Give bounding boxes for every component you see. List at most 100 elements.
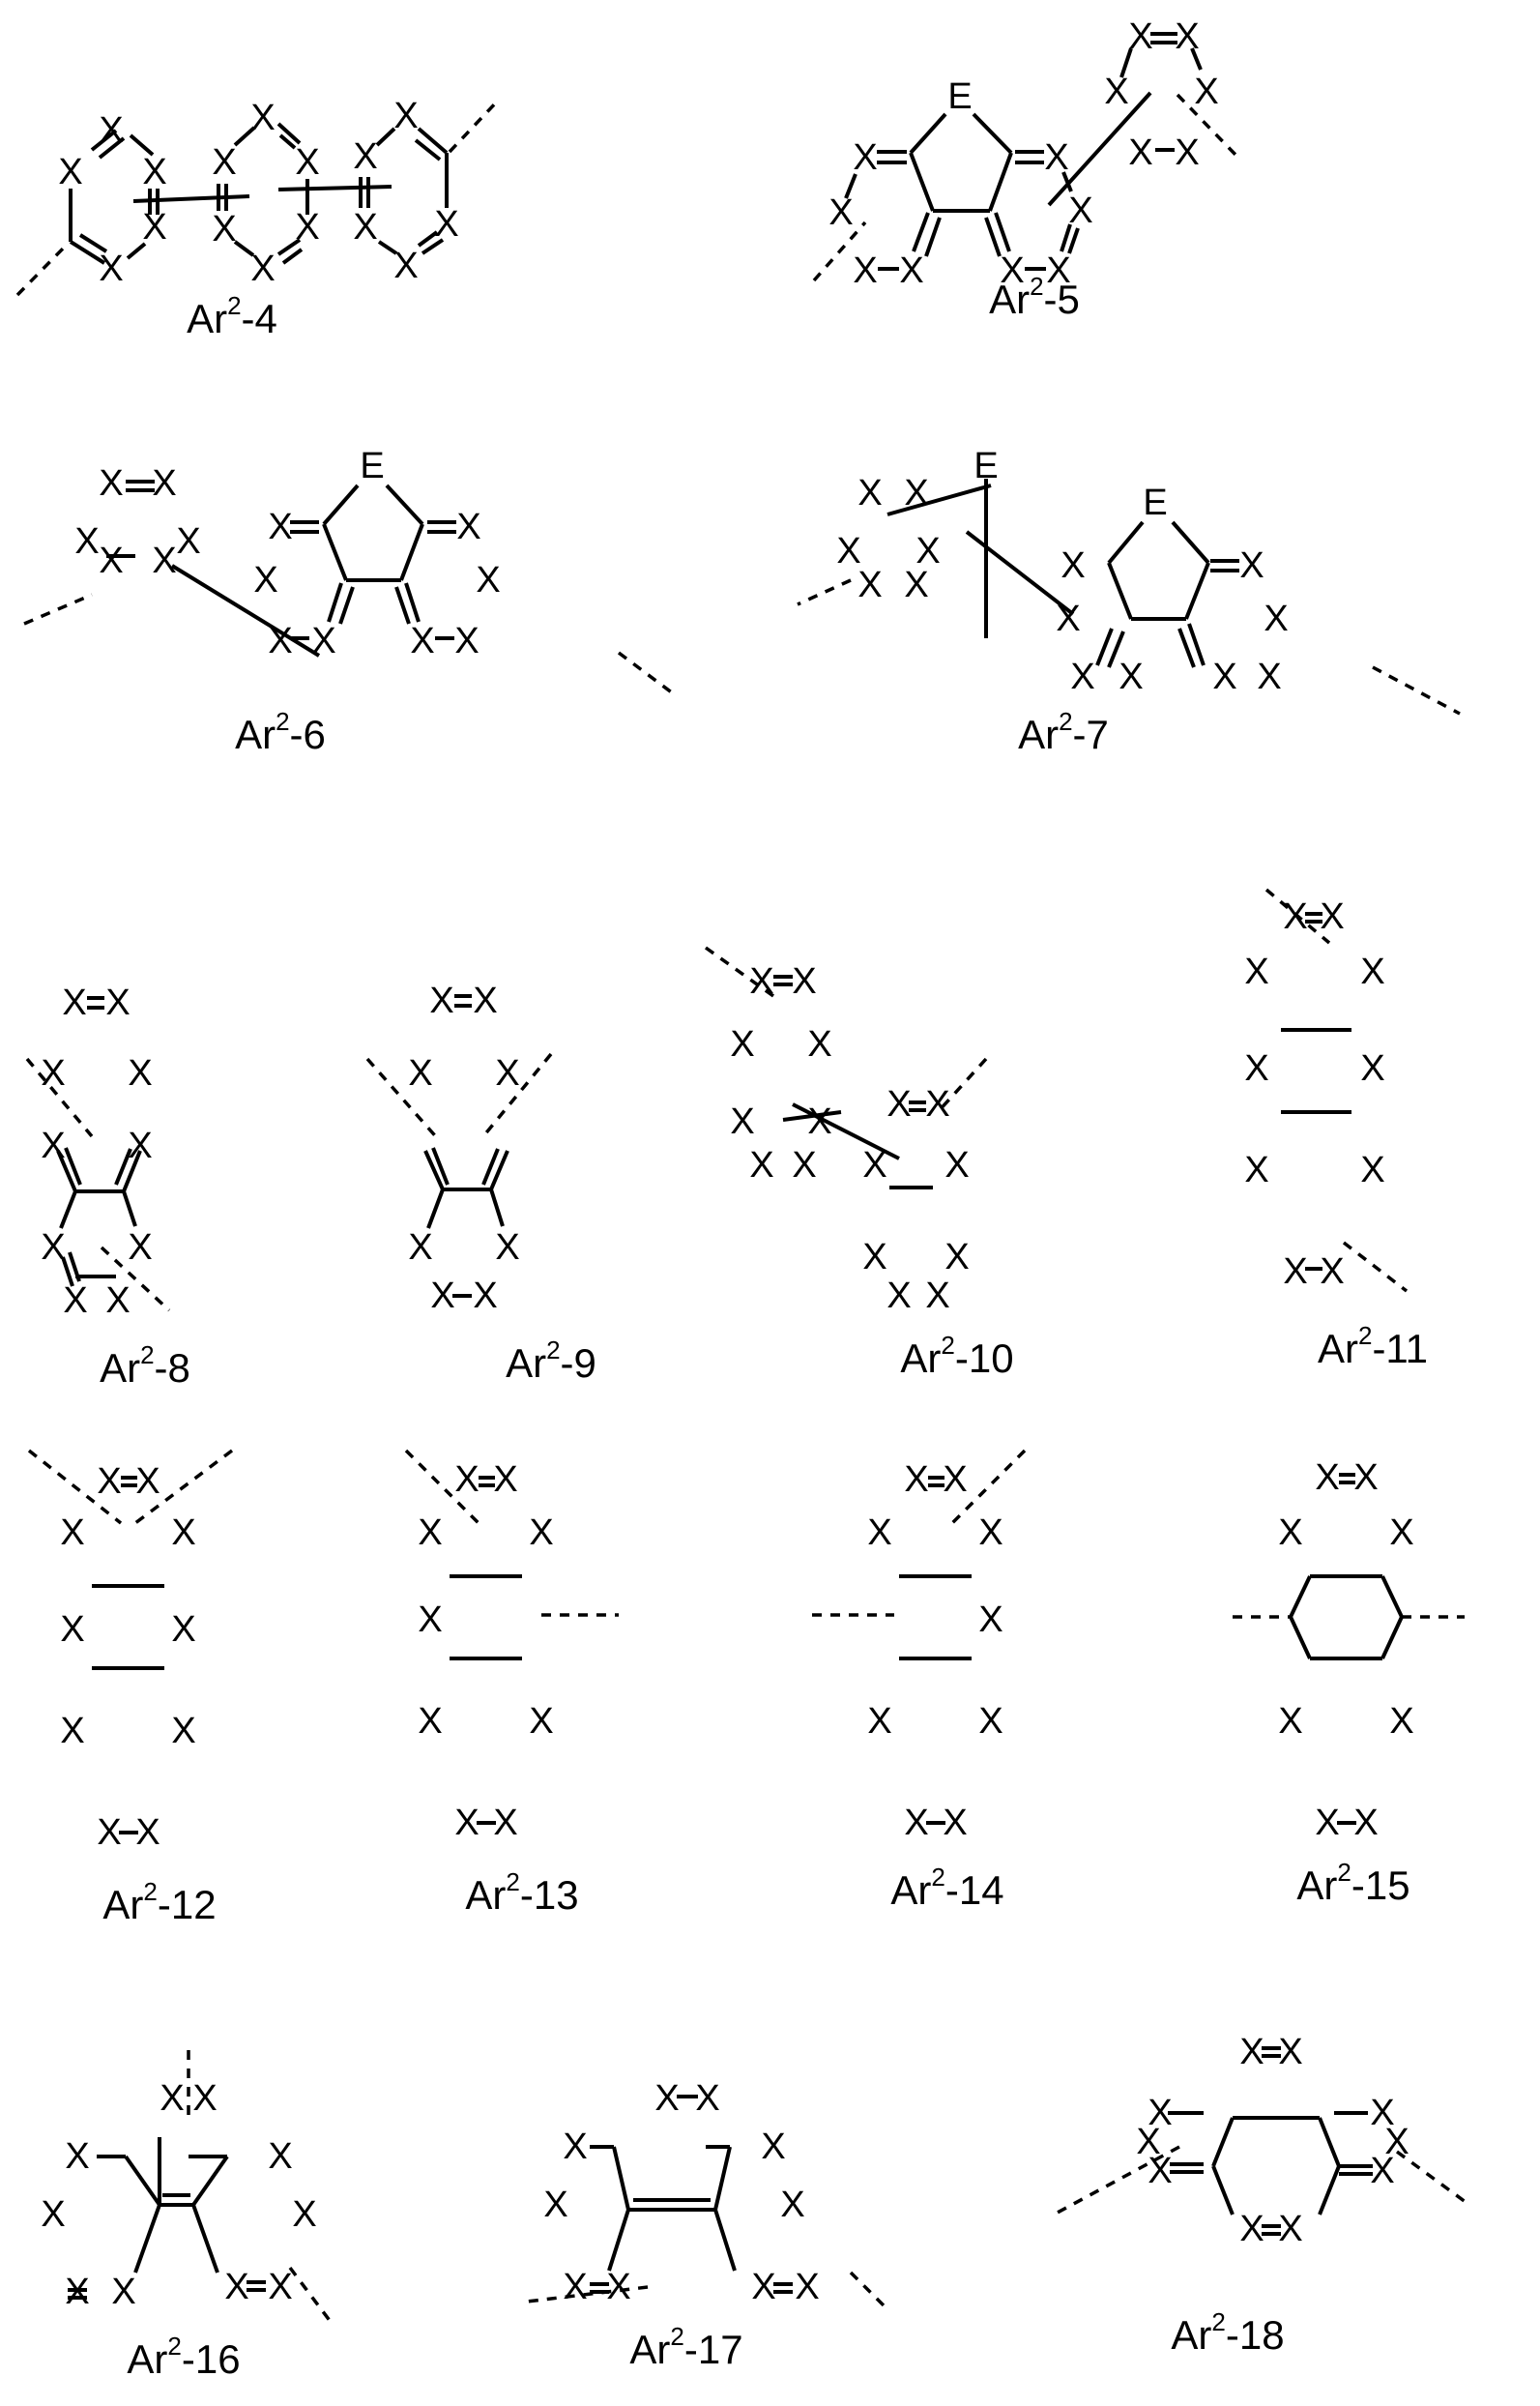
label-ar2-4: Ar2-4 xyxy=(187,291,277,342)
svg-text:X: X xyxy=(1315,1457,1339,1498)
svg-text:X: X xyxy=(862,1237,886,1277)
svg-text:X: X xyxy=(1056,599,1080,639)
svg-text:X: X xyxy=(978,1512,1002,1553)
label-ar2-8: Ar2-8 xyxy=(100,1340,190,1392)
svg-text:X: X xyxy=(1315,1803,1339,1843)
svg-text:X: X xyxy=(695,2078,719,2119)
svg-text:X: X xyxy=(128,1126,152,1166)
label-ar2-5: Ar2-5 xyxy=(989,272,1080,323)
svg-text:X: X xyxy=(751,2267,775,2307)
svg-text:X: X xyxy=(105,983,130,1023)
svg-text:X: X xyxy=(456,507,480,547)
svg-text:X: X xyxy=(886,1276,911,1316)
svg-text:X: X xyxy=(152,541,176,581)
svg-text:X: X xyxy=(654,2078,679,2119)
svg-text:X: X xyxy=(393,96,418,136)
svg-text:X: X xyxy=(142,152,166,192)
svg-text:X: X xyxy=(473,1276,497,1316)
svg-text:X: X xyxy=(60,1609,84,1650)
svg-text:X: X xyxy=(730,1024,754,1065)
label-superscript: 2 xyxy=(941,1331,955,1360)
svg-text:X: X xyxy=(1239,2032,1264,2072)
bridge-atom-e: E xyxy=(1143,483,1167,523)
label-ar2-16: Ar2-16 xyxy=(127,2332,240,2383)
label-superscript: 2 xyxy=(546,1335,561,1364)
svg-text:X: X xyxy=(1046,250,1070,291)
label-suffix: -18 xyxy=(1225,2312,1285,2358)
svg-text:X: X xyxy=(1384,2122,1409,2162)
svg-text:X: X xyxy=(1239,2209,1264,2249)
label-suffix: -5 xyxy=(1043,277,1080,322)
svg-text:X: X xyxy=(74,521,99,562)
label-superscript: 2 xyxy=(931,1863,945,1892)
bridge-atom-e: E xyxy=(973,446,998,486)
svg-text:X: X xyxy=(128,1227,152,1268)
svg-text:X: X xyxy=(408,1227,432,1268)
label-suffix: -12 xyxy=(157,1882,217,1927)
svg-text:X: X xyxy=(160,2078,184,2119)
label-suffix: -4 xyxy=(241,296,277,341)
svg-text:X: X xyxy=(128,1053,152,1094)
svg-text:X: X xyxy=(904,565,928,605)
svg-text:X: X xyxy=(434,204,458,245)
svg-text:X: X xyxy=(978,1599,1002,1640)
label-suffix: -11 xyxy=(1372,1326,1429,1371)
label-ar2-12: Ar2-12 xyxy=(102,1877,217,1928)
svg-text:X: X xyxy=(1119,657,1143,697)
svg-text:X: X xyxy=(41,1053,65,1094)
svg-text:X: X xyxy=(1104,72,1128,112)
svg-text:X: X xyxy=(176,521,200,562)
svg-text:X: X xyxy=(563,2267,587,2307)
svg-text:X: X xyxy=(353,207,377,248)
label-superscript: 2 xyxy=(1337,1858,1351,1887)
svg-text:X: X xyxy=(749,1145,773,1186)
label-superscript: 2 xyxy=(276,707,290,736)
svg-text:X: X xyxy=(853,250,877,291)
label-suffix: -8 xyxy=(154,1345,190,1391)
svg-text:X: X xyxy=(62,983,86,1023)
svg-text:X: X xyxy=(250,249,275,289)
svg-text:X: X xyxy=(795,2267,819,2307)
label-prefix: Ar xyxy=(1296,1863,1338,1908)
label-ar2-14: Ar2-14 xyxy=(890,1863,1003,1914)
svg-text:X: X xyxy=(925,1276,949,1316)
label-ar2-7: Ar2-7 xyxy=(1018,707,1109,758)
svg-text:X: X xyxy=(495,1227,519,1268)
svg-text:X: X xyxy=(1320,896,1344,937)
svg-text:X: X xyxy=(99,249,123,289)
label-suffix: -13 xyxy=(519,1872,579,1918)
svg-text:X: X xyxy=(60,1512,84,1553)
label-prefix: Ar xyxy=(506,1340,547,1386)
label-superscript: 2 xyxy=(1211,2307,1226,2336)
svg-text:X: X xyxy=(1320,1251,1344,1292)
svg-text:X: X xyxy=(495,1053,519,1094)
svg-text:X: X xyxy=(857,565,882,605)
svg-text:X: X xyxy=(41,1227,65,1268)
svg-text:X: X xyxy=(925,1084,949,1125)
svg-text:X: X xyxy=(761,2127,785,2167)
label-prefix: Ar xyxy=(127,2336,168,2382)
svg-text:X: X xyxy=(915,531,940,572)
svg-text:X: X xyxy=(429,981,453,1021)
svg-text:X: X xyxy=(454,1803,479,1843)
svg-text:X: X xyxy=(224,2267,248,2307)
label-suffix: -7 xyxy=(1072,712,1109,757)
svg-text:X: X xyxy=(749,961,773,1002)
label-suffix: -10 xyxy=(954,1335,1014,1381)
label-ar2-6: Ar2-6 xyxy=(235,707,326,758)
svg-text:X: X xyxy=(135,1812,160,1853)
label-prefix: Ar xyxy=(989,277,1031,322)
